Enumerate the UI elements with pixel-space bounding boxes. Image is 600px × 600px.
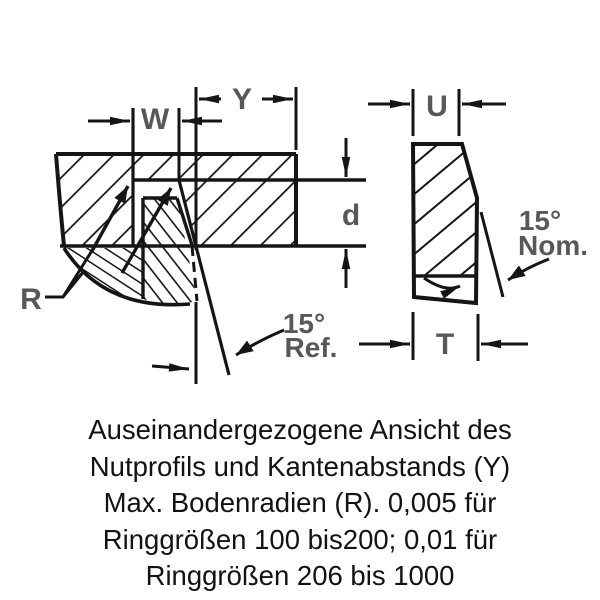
exploded-ring-section [62,196,199,307]
ring-body-hatch [143,198,197,305]
assembly-arrow-right [120,187,173,274]
dimension-w: W [88,103,222,136]
angle-ref-arrow [151,363,190,372]
label-thickness: T [436,328,454,361]
angle-ref-leader [235,328,285,357]
ring-detail-curved-arrow [423,276,461,299]
housing-outline [54,87,366,384]
dimension-t: T [359,312,528,361]
label-edge-margin: Y [232,83,252,116]
label-angle-nom-qualifier: Nom. [518,230,588,261]
housing-section [56,154,296,246]
label-groove-width: W [141,103,170,136]
label-angle-nom-value: 15° [519,205,561,236]
caption-line-3: Max. Bodenradien (R). 0,005 für [103,487,497,518]
dimension-d: d [341,138,360,288]
caption-line-5: Ringgrößen 206 bis 1000 [145,560,455,591]
label-radial-wall: U [426,90,448,123]
callout-radius: R [20,248,95,316]
housing-left-edge [54,153,66,247]
ring-bottom-arc [62,247,191,307]
assembly-arrow-left [90,185,130,252]
caption-line-1: Auseinandergezogene Ansicht des [88,414,512,445]
groove-profile-diagram: W Y d R 15° Ref. U [20,83,588,384]
dimension-y: Y [199,83,293,116]
ring-detail-outline [410,142,480,306]
label-bottom-radius: R [20,283,42,316]
assembly-arrows [90,185,173,274]
dimension-u: U [368,89,506,136]
caption: Auseinandergezogene Ansicht des Nutprofi… [0,412,600,595]
r-leader-branch [61,248,95,298]
angle-nom-leader [507,257,550,282]
ring-detail-section [410,142,505,306]
ring-right-edge-hidden [190,245,199,302]
label-groove-depth: d [342,199,360,232]
taper-extension-line [479,211,505,298]
caption-line-4: Ringgrößen 100 bis200; 0,01 für [102,523,498,555]
groove-right-wall-extension [177,179,231,376]
callout-angle-ref: 15° Ref. [151,308,338,372]
label-angle-ref-qualifier: Ref. [285,332,338,363]
ring-band-hatch [64,248,143,300]
housing-hatched-body [56,154,296,246]
callout-angle-nom: 15° Nom. [507,205,588,282]
ring-detail-hatched-body [413,144,477,303]
caption-line-2: Nutprofils und Kantenabstands (Y) [89,450,511,482]
ring-right-edge [175,197,194,246]
label-angle-ref-value: 15° [283,308,325,339]
